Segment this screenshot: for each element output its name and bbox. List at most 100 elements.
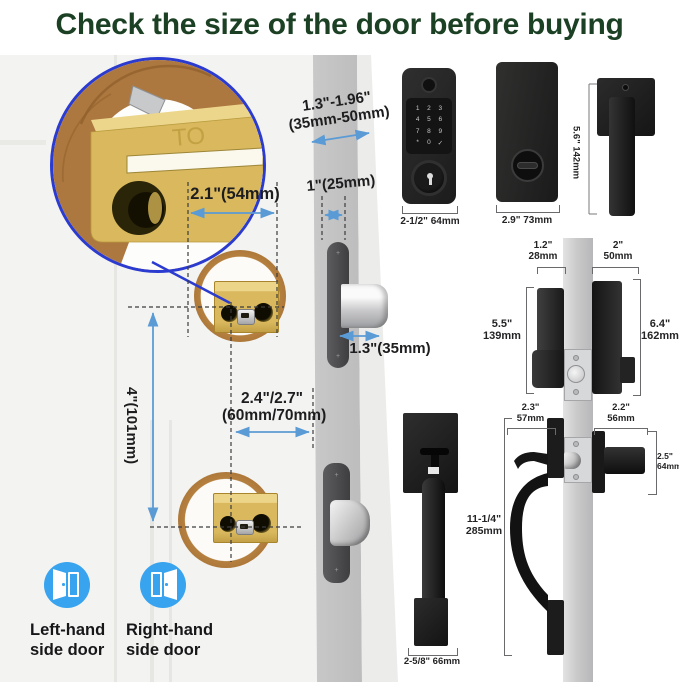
- screw-mark: +: [334, 472, 339, 479]
- height-bracket: [648, 431, 657, 495]
- handleset-height-label: 11-1/4" 285mm: [462, 513, 506, 538]
- right-hand-door-icon: [140, 562, 186, 608]
- inch-value: 11-1/4": [466, 513, 502, 525]
- side-top-plate: [547, 418, 564, 478]
- page-title: Check the size of the door before buying: [55, 8, 624, 41]
- lever-height-bracket: [588, 83, 597, 215]
- height-bracket: [633, 279, 641, 396]
- inch-value: 2.3": [521, 402, 540, 413]
- lever-handle-side-view: [604, 447, 645, 474]
- handleset-bottom-plate: [414, 598, 448, 646]
- lever-handle-top-view: [609, 97, 635, 216]
- latch-screw-hole: [220, 516, 236, 532]
- handleset-grip: [422, 478, 445, 612]
- side-thumb-latch: [514, 452, 548, 469]
- label-line: Left-hand: [30, 621, 106, 639]
- mm-value: 64mm: [657, 460, 679, 471]
- backset-label-mm: (60mm/70mm): [222, 407, 327, 424]
- screw-icon: [573, 389, 579, 395]
- screw-icon: [573, 355, 579, 361]
- label-line: Right-hand: [126, 621, 214, 639]
- key-9: 9: [438, 127, 443, 135]
- interior-lock-width-label: 2.9" 73mm: [501, 215, 553, 226]
- mm-value: 162mm: [641, 330, 679, 343]
- lever-depth-label: 2.2" 56mm: [596, 402, 646, 424]
- thumbturn: [511, 149, 544, 182]
- latch-bolt-section: [564, 452, 581, 469]
- side-grip: [510, 473, 548, 612]
- thumbturn-knob: [517, 162, 538, 169]
- key-2: 2: [427, 105, 431, 113]
- screw-mark: +: [335, 353, 341, 360]
- key-6: 6: [438, 116, 443, 124]
- mm-value: 56mm: [607, 412, 635, 424]
- key-8: 8: [427, 127, 431, 135]
- mm-value: 28mm: [528, 251, 558, 263]
- key-7: 7: [415, 127, 420, 135]
- latch-bolt-hole: [254, 303, 273, 322]
- wood-grain: [79, 64, 212, 125]
- mm-value: 57mm: [516, 412, 545, 424]
- latch-hole-wall: [148, 192, 162, 224]
- key-3: 3: [438, 105, 443, 113]
- plate-emboss-text: TO: [171, 122, 206, 152]
- screw-icon: [573, 474, 579, 480]
- screw-icon: [622, 84, 629, 91]
- door-molding: [169, 420, 172, 682]
- inch-value: 2.5": [657, 451, 673, 461]
- depth-bracket: [507, 428, 556, 435]
- interior-depth-label: 2" 50mm: [595, 240, 641, 263]
- interior-height-label: 6.4" 162mm: [641, 318, 679, 343]
- side-bottom-plate: [547, 600, 564, 655]
- screw-mark: +: [335, 250, 341, 257]
- door-leaf: [53, 569, 66, 600]
- key-check: ✓: [437, 139, 444, 147]
- height-bracket: [504, 418, 512, 656]
- width-bracket: [496, 205, 560, 213]
- bolt-cylinder: [567, 365, 585, 383]
- fingerprint-reader-icon: [421, 77, 437, 93]
- keypad-lock-width-label: 2-1/2" 64mm: [400, 216, 460, 227]
- keyhole-icon: [427, 173, 433, 179]
- key-star: *: [416, 139, 419, 147]
- height-bracket: [526, 287, 534, 394]
- depth-bracket: [594, 428, 648, 435]
- bore-diameter-label: 2.1"(54mm): [190, 185, 280, 203]
- label-line: side door: [30, 641, 105, 660]
- exterior-height-label: 5.5" 139mm: [480, 318, 524, 343]
- open-door-icon: [44, 562, 90, 608]
- open-door-icon: [140, 562, 186, 608]
- mm-value: 50mm: [603, 251, 633, 263]
- thumb-latch-stem: [431, 455, 439, 467]
- latch-plate-bevel: [91, 102, 263, 134]
- key-4: 4: [415, 116, 420, 124]
- screw-icon: [573, 441, 579, 447]
- lever-height-side-label: 2.5" 64mm: [657, 451, 679, 471]
- screw-mark: +: [334, 567, 339, 574]
- door-handle-dot: [165, 583, 168, 586]
- thumb-latch: [420, 448, 449, 455]
- latch-cam-slot: [241, 313, 249, 318]
- door-frame: [151, 572, 162, 597]
- spring-latch-bolt: [330, 500, 370, 546]
- lever-height-label: 5.6" 142mm: [570, 126, 582, 180]
- door-frame: [68, 572, 79, 597]
- handle-depth-label: 2.3" 57mm: [507, 402, 554, 424]
- inch-value: 6.4": [649, 318, 671, 330]
- interior-lock-side-view: [592, 281, 622, 394]
- width-bracket: [402, 206, 458, 214]
- thumb-latch-notch: [428, 467, 439, 474]
- mm-value: 139mm: [483, 330, 521, 343]
- lever-rosette-side-view: [592, 431, 605, 493]
- key-1: 1: [415, 105, 420, 113]
- latch-closeup-illustration: TO: [53, 60, 263, 270]
- latch-slot: [126, 147, 263, 174]
- door-molding: [150, 420, 154, 682]
- wood-grain: [61, 93, 112, 183]
- label-line: side door: [126, 641, 201, 660]
- bolt-throw-label: 1.3"(35mm): [349, 340, 431, 357]
- latch-bolt-hole: [252, 514, 271, 533]
- deadbolt-bolt: [341, 284, 388, 328]
